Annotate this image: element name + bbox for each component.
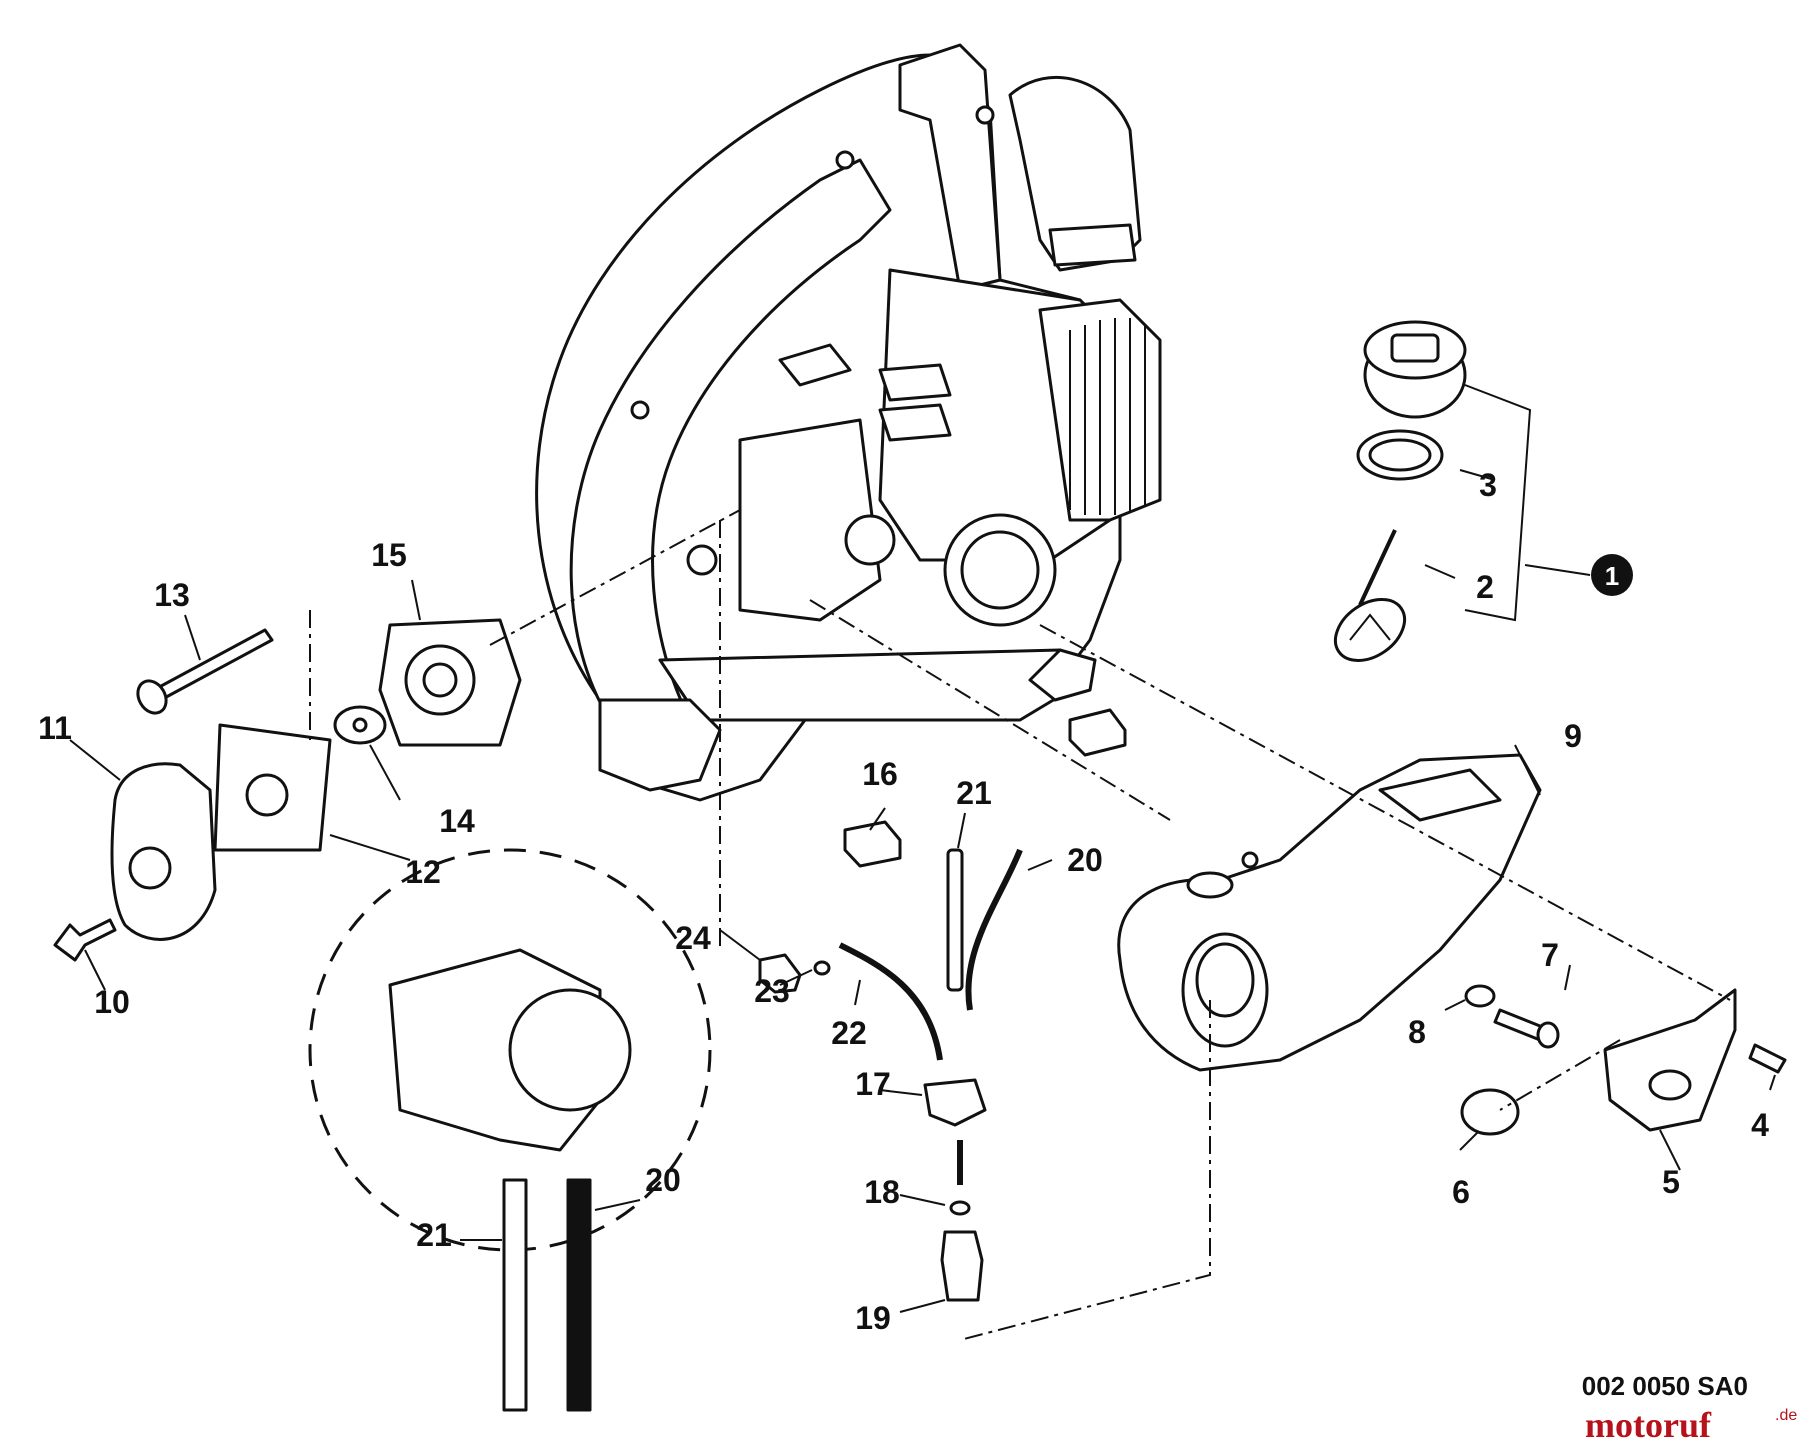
detail-view — [308, 848, 712, 1412]
label-17: 17 — [855, 1066, 891, 1102]
cooling-fins — [1069, 318, 1146, 515]
air-filter — [213, 723, 332, 852]
fuel-line-22 — [838, 942, 943, 1061]
leader-cap-group — [1464, 384, 1532, 622]
wing-screw — [53, 918, 117, 962]
label-24: 24 — [675, 920, 711, 956]
label-21-detail: 21 — [416, 1217, 452, 1253]
o-ring-23 — [813, 960, 831, 976]
label-10: 10 — [94, 984, 130, 1020]
fuel-strainer — [1333, 529, 1407, 662]
label-5: 5 — [1662, 1164, 1680, 1200]
label-3: 3 — [1479, 467, 1497, 503]
blower-housing — [535, 43, 1162, 802]
label-2: 2 — [1476, 569, 1494, 605]
tank-bracket — [1603, 988, 1737, 1132]
label-16: 16 — [862, 756, 898, 792]
label-22: 22 — [831, 1015, 867, 1051]
label-13: 13 — [154, 577, 190, 613]
air-cleaner-cover — [110, 762, 217, 941]
label-12: 12 — [405, 854, 441, 890]
mount-cushion — [843, 820, 902, 868]
label-6: 6 — [1452, 1174, 1470, 1210]
label-19: 19 — [855, 1300, 891, 1336]
label-23: 23 — [754, 973, 790, 1009]
air-cleaner-base — [378, 618, 522, 747]
cap-gasket — [1356, 429, 1444, 481]
washer-8 — [1464, 984, 1496, 1008]
label-11: 11 — [38, 710, 72, 746]
gasket-14 — [333, 705, 387, 745]
label-8: 8 — [1408, 1014, 1426, 1050]
callout-badge-1: 1 — [1591, 554, 1633, 596]
alignment-lines — [309, 509, 1731, 1341]
reference-code: 002 0050 SA0 — [1582, 1371, 1748, 1401]
screw-4 — [1748, 1043, 1787, 1074]
grommet-6 — [1460, 1088, 1520, 1136]
fuel-tank — [1117, 753, 1542, 1072]
fuel-filter-19 — [940, 1230, 984, 1302]
screw-7 — [1493, 1008, 1560, 1049]
label-20-detail: 20 — [645, 1162, 681, 1198]
mount-cushion-upper — [1068, 708, 1127, 757]
fitting-24 — [758, 953, 802, 994]
o-ring-18 — [949, 1200, 971, 1216]
part-labels: 2 3 4 5 6 7 8 9 10 11 12 13 14 15 16 17 … — [38, 467, 1769, 1336]
watermark-name: motoruf — [1585, 1405, 1712, 1444]
fuel-line-21 — [946, 848, 964, 992]
label-18: 18 — [864, 1174, 900, 1210]
label-7: 7 — [1541, 937, 1559, 973]
label-14: 14 — [439, 803, 475, 839]
screw-13 — [136, 628, 274, 715]
label-15: 15 — [371, 537, 407, 573]
watermark-suffix: .de — [1775, 1407, 1797, 1424]
label-1: 1 — [1605, 561, 1619, 591]
fuel-line-20 — [965, 848, 1023, 1011]
label-4: 4 — [1751, 1107, 1769, 1143]
label-9: 9 — [1564, 718, 1582, 754]
label-20-main: 20 — [1067, 842, 1103, 878]
watermark: motoruf .de — [1585, 1405, 1797, 1444]
leader-lines — [69, 469, 1776, 1313]
grommet-17 — [923, 1078, 987, 1127]
leader-1 — [1524, 564, 1591, 576]
label-21-main: 21 — [956, 775, 992, 811]
fuel-cap — [1363, 320, 1467, 419]
